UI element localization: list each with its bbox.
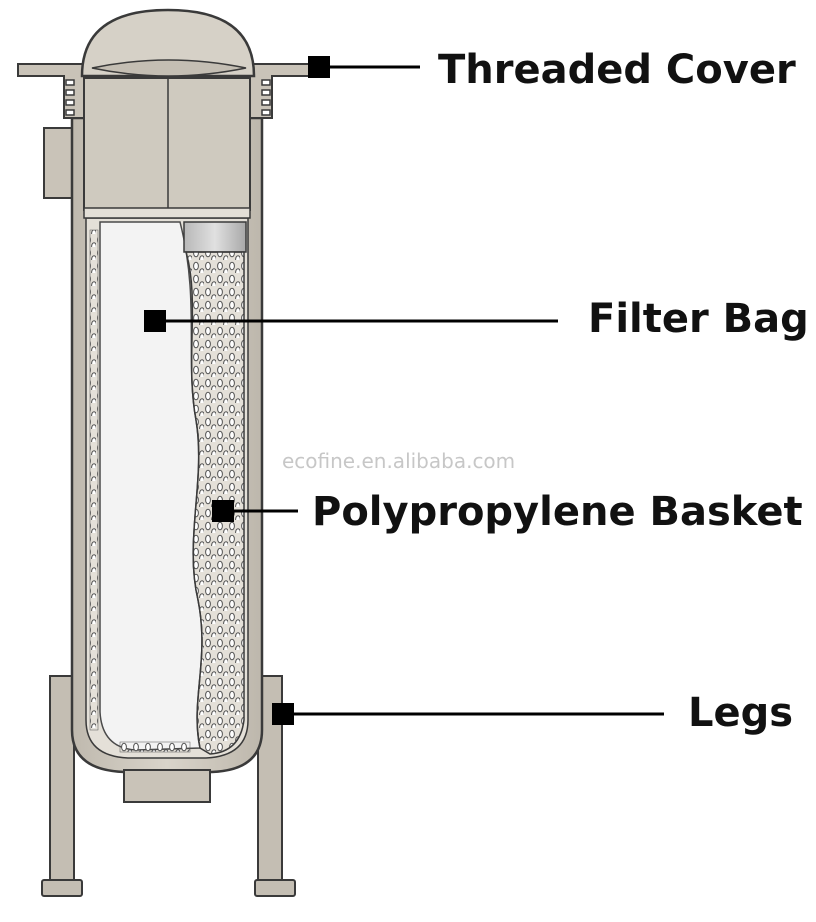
legs [41,675,296,897]
bag-support-slots [89,229,99,731]
label-basket: Polypropylene Basket [312,489,803,535]
basket-collar [183,221,247,253]
callouts [144,56,664,725]
right-leg-foot [254,879,296,897]
filter-bag [89,221,203,751]
left-leg-foot [41,879,83,897]
filter-bag-body [99,221,203,751]
cover-plug [83,77,251,211]
marker-basket [212,500,234,522]
marker-threaded-cover [308,56,330,78]
label-threaded-cover: Threaded Cover [438,47,796,93]
cover-dome [80,8,256,78]
watermark-text: ecofine.en.alibaba.com [282,449,515,473]
label-legs: Legs [688,690,793,736]
cover-dome-disc [91,59,247,77]
label-filter-bag: Filter Bag [588,296,809,342]
thread-teeth [65,79,271,116]
cover-plug-rim [83,207,251,219]
marker-filter-bag [144,310,166,332]
bottom-outlet [123,769,211,803]
left-leg [49,675,75,882]
basket-bottom-holes [119,741,191,753]
marker-legs [272,703,294,725]
